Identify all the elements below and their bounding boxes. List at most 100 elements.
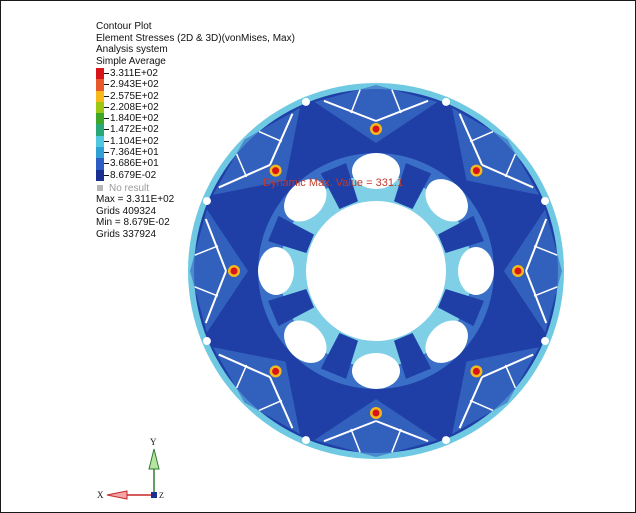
pole-stress-zone xyxy=(314,399,438,457)
legend-tick xyxy=(104,152,109,154)
legend-swatch xyxy=(96,124,104,136)
pole-stress-zone xyxy=(504,209,562,333)
legend-entry: 1.840E+02 xyxy=(96,113,295,125)
magnet-slot-line xyxy=(350,428,361,453)
rim-notch xyxy=(202,196,211,205)
legend-tick xyxy=(104,106,109,108)
stat-max: Max = 3.311E+02 xyxy=(96,194,175,206)
legend-entry: 1.472E+02 xyxy=(96,124,295,136)
contour-legend: Contour Plot Element Stresses (2D & 3D)(… xyxy=(96,21,295,240)
triad-origin xyxy=(151,492,157,498)
magnet-slot-line xyxy=(504,153,517,178)
legend-swatch xyxy=(96,79,104,91)
legend-tick xyxy=(104,84,109,86)
no-result-swatch xyxy=(97,185,103,192)
legend-entry: 7.364E+01 xyxy=(96,147,295,159)
legend-swatch xyxy=(96,101,104,114)
legend-entry: 3.686E+01 xyxy=(96,158,295,170)
legend-entry: 2.575E+02 xyxy=(96,90,295,102)
lightening-hole xyxy=(258,247,294,295)
magnet-slot-line xyxy=(391,428,402,453)
rib-spoke xyxy=(394,163,432,209)
rim-notch xyxy=(301,97,310,106)
bridge-stress-max xyxy=(272,167,280,175)
legend-value-label: 3.686E+01 xyxy=(110,158,159,170)
bridge-stress-max xyxy=(372,125,380,133)
rim-notch xyxy=(301,436,310,445)
lightening-hole xyxy=(425,179,468,222)
magnet-slot-line xyxy=(481,164,534,189)
legend-swatch xyxy=(96,68,104,80)
stat-min: Min = 8.679E-02 xyxy=(96,217,170,229)
magnet-slot-line xyxy=(323,99,377,122)
legend-tick xyxy=(104,174,109,176)
rotor-center-bore xyxy=(306,201,446,341)
lightening-hole xyxy=(284,320,327,363)
triad-z-label: Z xyxy=(159,491,164,500)
lightening-hole xyxy=(425,320,468,363)
rib-spoke xyxy=(320,163,358,209)
bridge-stress-max xyxy=(272,367,280,375)
legend-swatch xyxy=(96,135,104,148)
bridge-stress-max xyxy=(372,409,380,417)
plot-title: Contour Plot xyxy=(96,21,152,32)
triad-y-label: Y xyxy=(150,437,157,447)
bridge-stress-max xyxy=(514,267,522,275)
rib-spoke xyxy=(394,333,432,379)
legend-value-label: 1.840E+02 xyxy=(110,113,159,125)
triad-y-arrow-icon xyxy=(148,448,160,470)
magnet-slot-line xyxy=(258,399,283,412)
magnet-slot-line xyxy=(194,286,219,297)
magnet-slot-line xyxy=(533,286,558,297)
legend-stats: Max = 3.311E+02 Grids 409324 Min = 8.679… xyxy=(96,194,295,240)
pole-stress-zone xyxy=(190,209,248,333)
legend-entry: 8.679E-02 xyxy=(96,169,295,181)
rim-notch xyxy=(442,97,451,106)
legend-entry: 2.208E+02 xyxy=(96,101,295,114)
magnet-slot-line xyxy=(504,364,517,389)
legend-value-label: 2.575E+02 xyxy=(110,90,159,102)
magnet-slot-line xyxy=(533,245,558,256)
stat-max-grid: Grids 409324 xyxy=(96,205,157,217)
rib-spoke xyxy=(320,333,358,379)
legend-tick xyxy=(104,73,109,74)
bridge-stress-max xyxy=(472,167,480,175)
legend-swatch xyxy=(96,169,104,181)
legend-swatch xyxy=(96,147,104,159)
dynamic-max-annotation: Dynamic Max. Value = 331.1 xyxy=(263,177,403,189)
triad-x-label: X xyxy=(97,490,104,500)
magnet-slot-line xyxy=(204,218,227,272)
magnet-slot-line xyxy=(481,353,534,378)
rib-spoke xyxy=(268,215,314,253)
magnet-slot-line xyxy=(269,113,294,166)
legend-value-label: 8.679E-02 xyxy=(110,169,157,181)
no-result-label: No result xyxy=(109,182,150,194)
magnet-slot-line xyxy=(525,218,548,272)
magnet-slot-line xyxy=(235,153,248,178)
bridge-stress-max xyxy=(230,267,238,275)
legend-swatch xyxy=(96,90,104,102)
legend-entry: 3.311E+02 xyxy=(96,68,295,80)
magnet-slot-line xyxy=(375,420,429,443)
stat-min-grid: Grids 337924 xyxy=(96,228,157,240)
legend-value-label: 1.104E+02 xyxy=(110,135,159,147)
rim-notch xyxy=(442,436,451,445)
legend-swatch xyxy=(96,158,104,170)
legend-tick xyxy=(104,118,109,120)
magnet-slot-line xyxy=(258,130,283,143)
legend-tick xyxy=(104,140,109,142)
magnet-slot-line xyxy=(458,113,483,166)
legend-value-label: 3.311E+02 xyxy=(110,68,158,79)
lightening-hole xyxy=(352,153,400,189)
magnet-slot-line xyxy=(375,99,429,122)
rim-notch xyxy=(541,337,550,346)
magnet-slot-line xyxy=(391,89,402,114)
legend-tick xyxy=(104,129,109,131)
legend-value-label: 2.943E+02 xyxy=(110,79,159,91)
rim-notch xyxy=(541,196,550,205)
legend-value-label: 2.208E+02 xyxy=(110,101,159,113)
